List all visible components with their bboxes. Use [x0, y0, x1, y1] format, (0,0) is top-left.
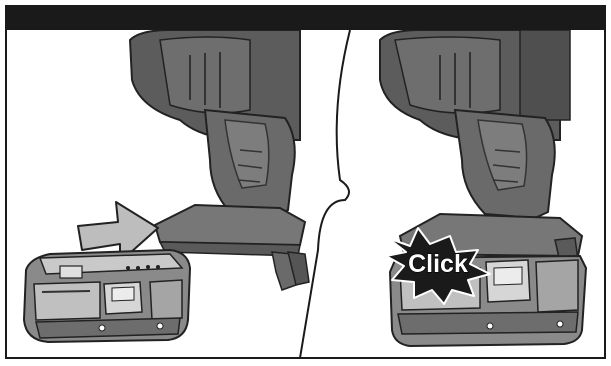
- tool-foot-left: [153, 203, 310, 291]
- tool-handle-right: [453, 108, 556, 220]
- panel-divider: [299, 29, 351, 359]
- click-burst: Click: [385, 227, 491, 305]
- battery-pack-left: [22, 248, 192, 344]
- tool-handle-left: [203, 108, 296, 217]
- click-label: Click: [408, 250, 468, 278]
- tool-head-right: [379, 30, 571, 141]
- tool-head-left: [128, 30, 301, 141]
- insert-direction-arrow: [77, 201, 159, 263]
- right-panel: Click: [379, 30, 588, 348]
- header-bar: [6, 6, 605, 30]
- left-panel: [22, 30, 310, 344]
